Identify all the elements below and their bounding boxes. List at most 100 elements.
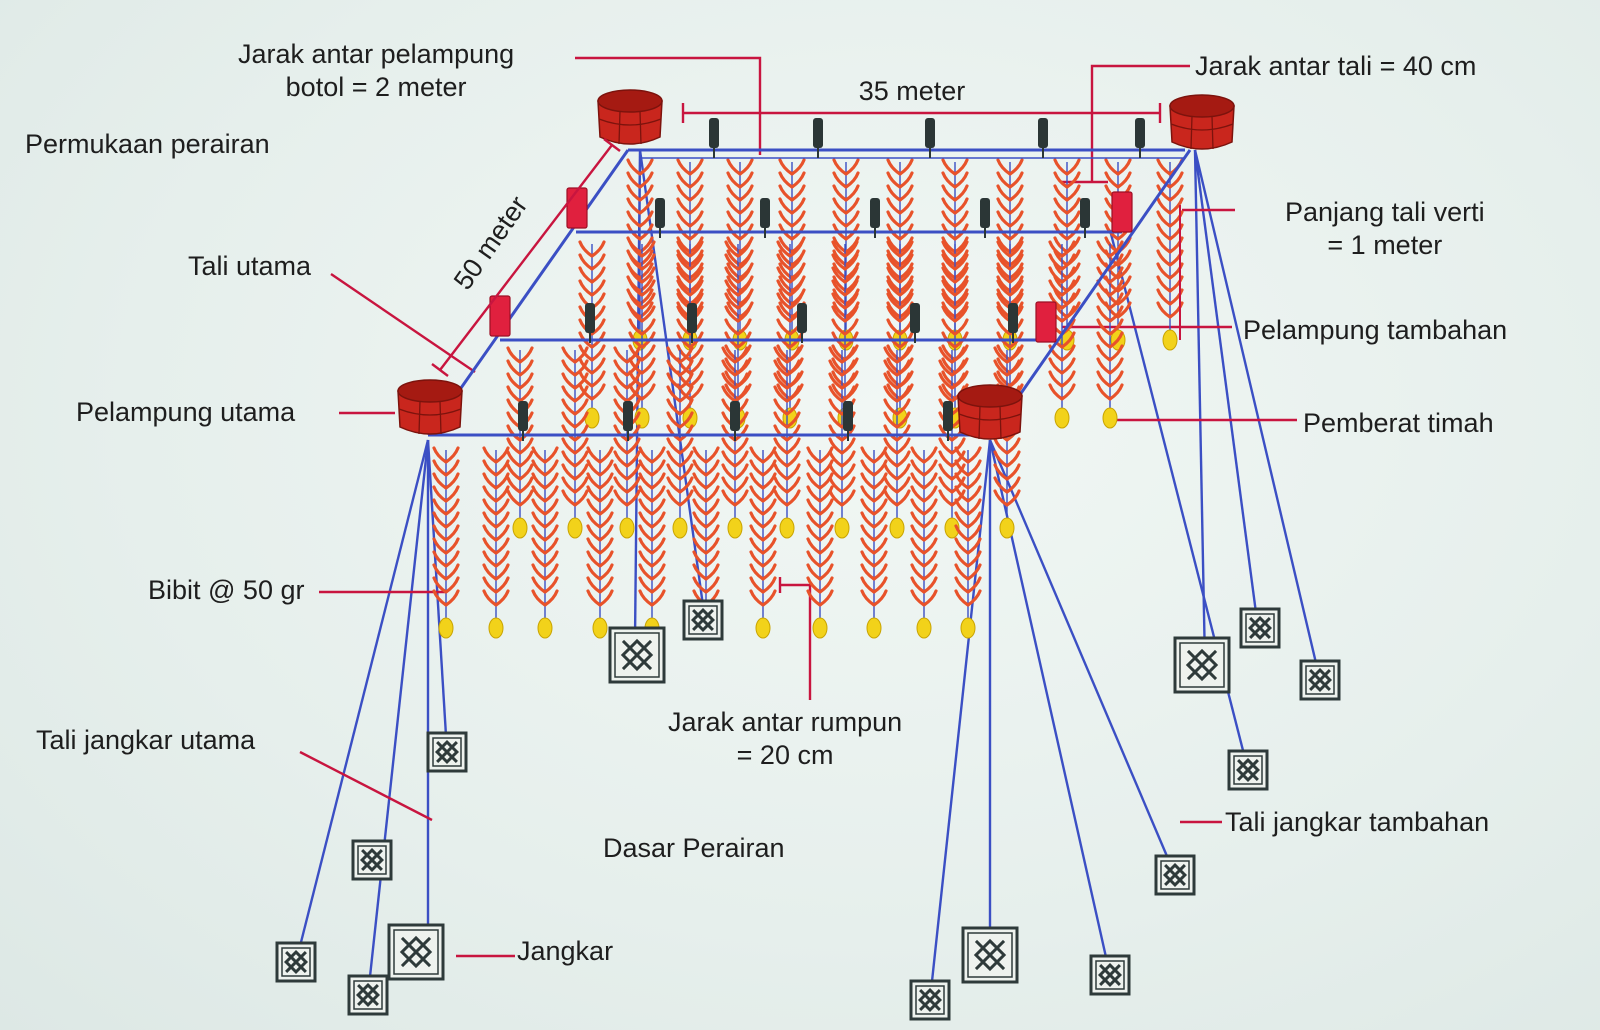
side-main-rope [990, 149, 1192, 436]
seaweed-bud [860, 550, 888, 568]
seaweed-bud [726, 158, 754, 176]
drum-rib [418, 400, 421, 435]
seaweed-bud [1156, 184, 1184, 202]
seaweed-bud [724, 318, 752, 336]
seaweed-bud [482, 446, 510, 464]
seaweed-bud [506, 476, 534, 494]
seaweed-bud [828, 359, 856, 377]
seaweed-bud [996, 240, 1024, 258]
seaweed-string [482, 446, 510, 639]
seaweed-bud [938, 437, 966, 455]
seaweed-bud [778, 184, 806, 202]
seaweed-bud [938, 450, 966, 468]
seaweed-bud [482, 498, 510, 516]
leader-line [299, 750, 433, 822]
sinker-weight [592, 617, 608, 639]
seaweed-bud [666, 372, 694, 390]
seaweed-bud [613, 346, 641, 364]
seaweed-bud [828, 346, 856, 364]
seaweed-bud [778, 171, 806, 189]
anchor-pattern [1185, 648, 1219, 682]
anchor-pattern [690, 607, 716, 633]
seaweed-bud [910, 576, 938, 594]
anchor-pattern [1162, 862, 1188, 888]
seaweed-bud [613, 489, 641, 507]
anchor-inner [1160, 860, 1190, 890]
seaweed-bud [638, 472, 666, 490]
seaweed-bud [613, 359, 641, 377]
seaweed-bud [886, 279, 914, 297]
seaweed-bud [910, 524, 938, 542]
anchor-inner [281, 947, 311, 977]
seaweed-bud [721, 476, 749, 494]
bottle-float [925, 118, 935, 158]
seaweed-bud [886, 275, 914, 293]
anchor-inner [614, 632, 660, 678]
seaweed-bud [726, 171, 754, 189]
seaweed-bud [749, 472, 777, 490]
seaweed-bud [941, 305, 969, 323]
seaweed-bud [676, 236, 704, 254]
seaweed-bud [941, 292, 969, 310]
seaweed-bud [613, 437, 641, 455]
sinker-weight [488, 617, 504, 639]
seaweed-bud [996, 171, 1024, 189]
seaweed-bud [666, 411, 694, 429]
seaweed-bud [531, 485, 559, 503]
seaweed-bud [1096, 305, 1124, 323]
seaweed-bud [832, 197, 860, 215]
seaweed-string [1156, 158, 1184, 351]
bottle-body [1080, 198, 1090, 228]
seaweed-bud [831, 266, 859, 284]
seaweed-bud [860, 485, 888, 503]
seaweed-bud [531, 550, 559, 568]
seaweed-bud [910, 446, 938, 464]
seaweed-bud [938, 476, 966, 494]
anchor-block [426, 731, 468, 773]
seaweed-bud [586, 550, 614, 568]
bottle-body [1008, 303, 1018, 333]
seaweed-bud [676, 210, 704, 228]
seaweed-bud [531, 472, 559, 490]
seaweed-bud [666, 385, 694, 403]
drum-rib [439, 400, 442, 435]
anchor-rope [1193, 149, 1207, 666]
seaweed-bud [860, 498, 888, 516]
bottle-body [760, 198, 770, 228]
seaweed-bud [482, 459, 510, 477]
sinker-weight [537, 617, 553, 639]
seaweed-bud [776, 292, 804, 310]
seaweed-bud [941, 275, 969, 293]
seaweed-bud [432, 563, 460, 581]
seaweed-bud [910, 459, 938, 477]
seaweed-bud [724, 266, 752, 284]
seaweed-bud [482, 472, 510, 490]
drum-body [597, 100, 663, 145]
seaweed-bud [954, 498, 982, 516]
seaweed-bud [886, 197, 914, 215]
seaweed-bud [692, 563, 720, 581]
seaweed-bud [676, 279, 704, 297]
seaweed-bud [1104, 171, 1132, 189]
seaweed-bud [1048, 357, 1076, 375]
seaweed-bud [482, 550, 510, 568]
seaweed-bud [676, 197, 704, 215]
seaweed-bud [993, 450, 1021, 468]
seaweed-bud [1096, 344, 1124, 362]
seaweed-bud [886, 262, 914, 280]
seaweed-bud [638, 563, 666, 581]
seaweed-bud [578, 240, 606, 258]
seaweed-bud [561, 437, 589, 455]
seaweed-bud [628, 318, 656, 336]
anchor-frame [387, 923, 445, 981]
seaweed-bud [626, 158, 654, 176]
seaweed-bud [561, 463, 589, 481]
leader-lines [299, 56, 1297, 958]
bottle-float [943, 401, 953, 441]
seaweed-bud [692, 498, 720, 516]
seaweed-bud [586, 576, 614, 594]
seaweed-bud [993, 437, 1021, 455]
seaweed-bud [638, 524, 666, 542]
seaweed-bud [828, 385, 856, 403]
